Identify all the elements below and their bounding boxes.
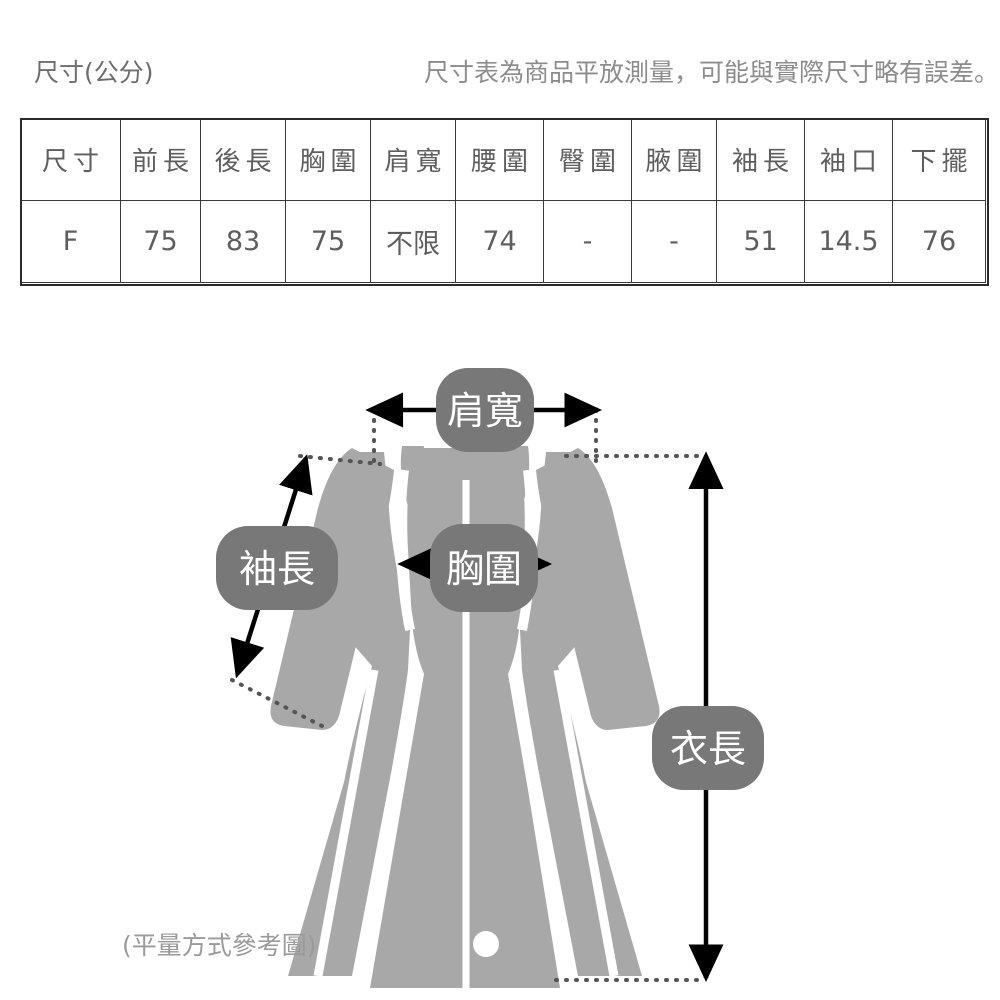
- measurement-diagram: 肩寬 袖長 胸圍 衣長: [0, 330, 1000, 1000]
- badge-garment-length-label: 衣長: [670, 727, 746, 771]
- badge-shoulder-width-label: 肩寬: [447, 389, 523, 433]
- left-skirt-outer-panel: [288, 452, 410, 976]
- label-badges: 肩寬 袖長 胸圍 衣長: [216, 368, 764, 790]
- skirt-seam-right: [553, 669, 619, 977]
- table-row: F 75 83 75 不限 74 - - 51 14.5 76: [20, 200, 986, 283]
- cell-hip: -: [543, 200, 632, 283]
- column-header-shoulder: 肩寬: [370, 118, 456, 201]
- page-title: 尺寸(公分): [34, 58, 154, 87]
- column-header-sleeve-length: 袖長: [716, 118, 805, 201]
- column-header-bust: 胸圍: [285, 118, 371, 201]
- garment-illustration-svg: 肩寬 袖長 胸圍 衣長: [216, 368, 764, 988]
- size-table: 尺寸 前長 後長 胸圍 肩寬 腰圍 臀圍 腋圍 袖長 袖口 下擺 F 75 83…: [20, 118, 986, 283]
- cell-waist: 74: [455, 200, 544, 283]
- badge-sleeve-length: 袖長: [216, 526, 338, 610]
- badge-shoulder-width: 肩寬: [436, 368, 534, 452]
- cell-sleeve-length: 51: [716, 200, 805, 283]
- badge-bust-label: 胸圍: [446, 547, 522, 591]
- badge-garment-length: 衣長: [652, 706, 764, 790]
- column-header-hip: 臀圍: [543, 118, 632, 201]
- column-header-front-length: 前長: [120, 118, 201, 201]
- size-table-container: 尺寸 前長 後長 胸圍 肩寬 腰圍 臀圍 腋圍 袖長 袖口 下擺 F 75 83…: [20, 118, 989, 286]
- cell-back-length: 83: [200, 200, 286, 283]
- skirt-seam-left: [313, 669, 379, 977]
- cell-shoulder: 不限: [370, 200, 456, 283]
- column-header-size: 尺寸: [20, 118, 121, 201]
- cell-cuff: 14.5: [804, 200, 893, 283]
- column-header-cuff: 袖口: [804, 118, 893, 201]
- right-skirt-outer-panel: [520, 452, 642, 976]
- cell-hem: 76: [892, 200, 986, 283]
- diagram-caption: (平量方式參考圖): [122, 931, 317, 960]
- cell-bust: 75: [285, 200, 371, 283]
- column-header-waist: 腰圍: [455, 118, 544, 201]
- guide-sleeve-bottom: [230, 678, 324, 728]
- badge-bust: 胸圍: [430, 524, 538, 612]
- table-header-row: 尺寸 前長 後長 胸圍 肩寬 腰圍 臀圍 腋圍 袖長 袖口 下擺: [20, 118, 986, 201]
- measurement-note: 尺寸表為商品平放測量，可能與實際尺寸略有誤差。: [424, 58, 1000, 87]
- badge-sleeve-length-label: 袖長: [239, 547, 315, 591]
- column-header-back-length: 後長: [200, 118, 286, 201]
- column-header-hem: 下擺: [892, 118, 986, 201]
- cell-armhole: -: [631, 200, 717, 283]
- guide-sleeve-top: [298, 454, 382, 466]
- cell-size: F: [20, 200, 121, 283]
- button-icon: [473, 931, 499, 957]
- column-header-armhole: 腋圍: [631, 118, 717, 201]
- cell-front-length: 75: [120, 200, 201, 283]
- header: 尺寸(公分) 尺寸表為商品平放測量，可能與實際尺寸略有誤差。: [0, 56, 1000, 96]
